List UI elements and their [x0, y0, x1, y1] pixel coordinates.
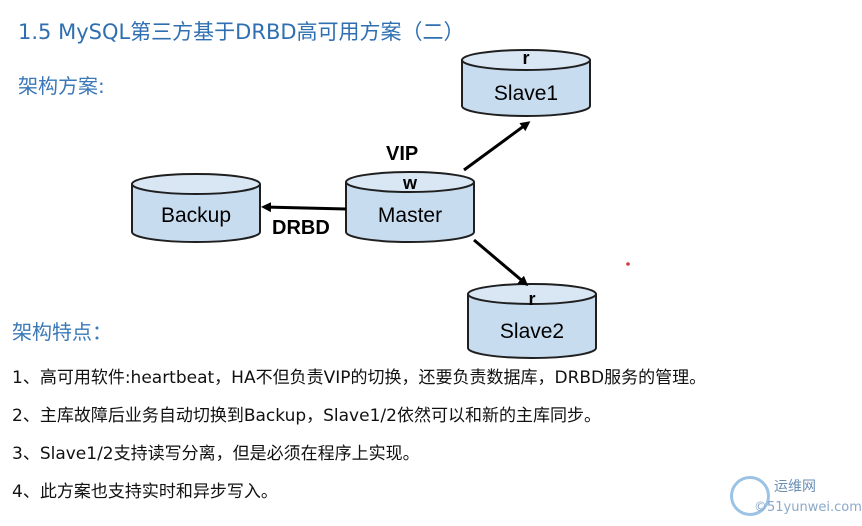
- backup-label: Backup: [161, 204, 231, 227]
- slave2-perm: r: [528, 289, 535, 309]
- features-heading: 架构特点：: [12, 320, 112, 344]
- master-to-backup-arrow: [261, 202, 347, 213]
- feature-item-2: 2、主库故障后业务自动切换到Backup，Slave1/2依然可以和新的主库同步…: [12, 406, 601, 426]
- drbd-label: DRBD: [272, 217, 330, 239]
- slide-title: 1.5 MySQL第三方基于DRBD高可用方案（二）: [18, 20, 465, 44]
- watermark-url: ©51yunwei.com: [754, 500, 862, 515]
- site-watermark: 运维网 ©51yunwei.com: [730, 476, 862, 522]
- master-node: w Master: [345, 171, 475, 243]
- master-perm: w: [402, 173, 418, 193]
- master-label: Master: [378, 204, 442, 227]
- watermark-name: 运维网: [774, 479, 816, 495]
- slave2-node: r Slave2: [467, 283, 597, 359]
- slave1-label: Slave1: [494, 82, 558, 105]
- slave1-node: r Slave1: [461, 48, 591, 117]
- watermark-logo-icon: [730, 476, 770, 516]
- slave2-label: Slave2: [500, 320, 564, 343]
- feature-item-1: 1、高可用软件:heartbeat，HA不但负责VIP的切换，还要负责数据库，D…: [12, 368, 707, 388]
- master-to-slave1-arrow: [463, 121, 531, 172]
- feature-item-4: 4、此方案也支持实时和异步写入。: [12, 482, 278, 502]
- vip-label: VIP: [386, 143, 418, 165]
- master-to-slave2-arrow: [473, 238, 529, 286]
- architecture-heading: 架构方案:: [18, 74, 105, 98]
- backup-node: Backup: [131, 173, 261, 243]
- red-dot-mark: [626, 262, 630, 266]
- feature-item-3: 3、Slave1/2支持读写分离，但是必须在程序上实现。: [12, 444, 420, 464]
- features-list: 1、高可用软件:heartbeat，HA不但负责VIP的切换，还要负责数据库，D…: [12, 363, 706, 515]
- slave1-perm: r: [522, 48, 529, 68]
